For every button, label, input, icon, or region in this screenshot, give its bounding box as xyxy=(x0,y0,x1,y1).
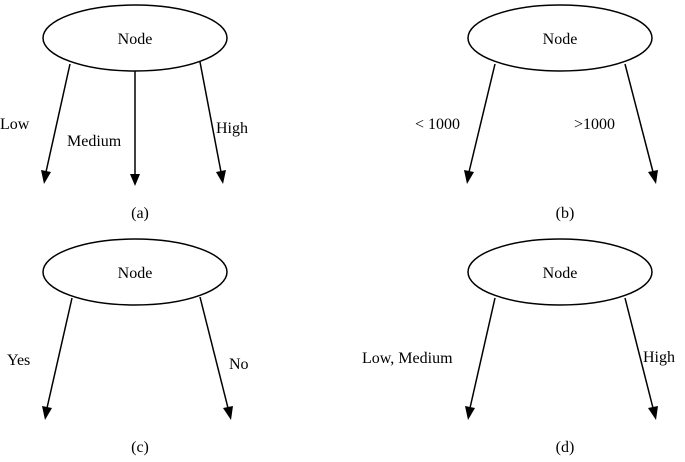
panel-caption: (d) xyxy=(556,439,575,456)
arrow-head xyxy=(130,174,140,186)
arrow-head xyxy=(648,170,658,184)
panel-b: Node < 1000 >1000 (b) xyxy=(415,4,658,222)
branch-edge-high xyxy=(199,61,222,173)
branch-label-less-than-1000: < 1000 xyxy=(415,116,460,133)
arrow-head xyxy=(464,170,474,184)
branch-edge-low-medium xyxy=(469,297,496,409)
branch-edge-yes xyxy=(46,297,73,409)
branch-edge-high xyxy=(624,297,654,409)
branch-edge-right xyxy=(624,63,654,173)
node-label: Node xyxy=(118,265,153,282)
node-label: Node xyxy=(543,31,578,48)
node-ellipse xyxy=(42,238,228,306)
arrow-head xyxy=(41,170,51,184)
branch-label-medium: Medium xyxy=(67,133,122,150)
panel-caption: (b) xyxy=(556,205,575,222)
arrow-head xyxy=(648,406,658,420)
branch-edge-left xyxy=(468,63,496,173)
node-label: Node xyxy=(543,265,578,282)
branch-label-low-medium: Low, Medium xyxy=(362,350,453,367)
arrow-head xyxy=(42,406,52,420)
branch-edge-no xyxy=(199,296,229,409)
branch-label-greater-than-1000: >1000 xyxy=(574,116,615,133)
panel-caption: (a) xyxy=(131,205,149,222)
branch-label-no: No xyxy=(229,356,249,373)
branch-label-yes: Yes xyxy=(7,352,30,369)
node-ellipse xyxy=(467,4,653,72)
panel-a: Node Low Medium High (a) xyxy=(0,4,248,222)
arrow-head xyxy=(216,170,226,184)
node-label: Node xyxy=(118,31,153,48)
node-ellipse xyxy=(467,238,653,306)
panel-caption: (c) xyxy=(131,439,149,456)
panel-d: Node Low, Medium High (d) xyxy=(362,238,675,456)
branch-label-high: High xyxy=(216,120,248,137)
branch-label-high: High xyxy=(643,349,675,366)
arrow-head xyxy=(465,406,475,420)
panel-c: Node Yes No (c) xyxy=(7,238,249,456)
branch-edge-low xyxy=(45,63,71,173)
arrow-head xyxy=(223,406,233,420)
branch-label-low: Low xyxy=(0,116,30,133)
